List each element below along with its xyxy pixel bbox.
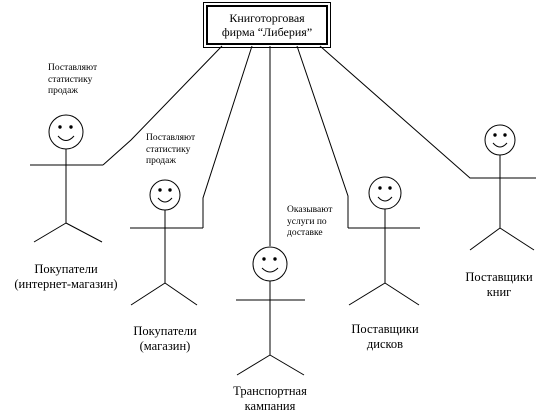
note-line: услуги по	[287, 216, 327, 227]
actor-head	[149, 179, 181, 211]
actor-label-disk-suppliers: Поставщики дисков	[335, 322, 435, 352]
note-line: доставке	[287, 228, 323, 238]
association-store-buyers	[202, 45, 253, 228]
association-book-suppliers	[319, 45, 536, 179]
actor-label-line: Покупатели	[133, 324, 197, 338]
actor-label-line: кампания	[244, 399, 296, 413]
actor-label-line: Поставщики	[465, 270, 533, 284]
note-store-buyers: Поставляют статистику продаж	[146, 133, 195, 168]
actor-head	[368, 176, 402, 210]
actor-label-line: (магазин)	[139, 339, 191, 353]
note-line: продаж	[146, 156, 176, 166]
actor-label-book-suppliers: Поставщики книг	[454, 270, 544, 300]
note-line: Поставляют	[146, 133, 196, 143]
association-disk-suppliers	[296, 45, 349, 228]
actor-disk-suppliers	[348, 176, 420, 306]
note-line: статистику	[48, 74, 93, 85]
actor-label-transport: Транспортная кампания	[220, 384, 320, 414]
actor-head	[48, 114, 84, 150]
actor-head	[484, 124, 516, 156]
actor-label-line: дисков	[366, 337, 404, 351]
system-title-line2: фирма “Либерия”	[221, 25, 313, 39]
actor-label-line: Поставщики	[351, 322, 419, 336]
association-internet-buyers	[102, 45, 223, 166]
actor-head	[252, 246, 288, 282]
actor-label-internet-buyers: Покупатели (интернет-магазин)	[0, 262, 132, 292]
note-internet-buyers: Поставляют статистику продаж	[48, 63, 97, 98]
actor-store-buyers	[130, 179, 203, 306]
note-line: статистику	[146, 144, 191, 155]
actor-label-line: Покупатели	[34, 262, 98, 276]
note-transport: Оказывают услуги по доставке	[287, 205, 332, 240]
note-line: продаж	[48, 86, 78, 96]
actor-label-line: книг	[486, 285, 512, 299]
actor-transport	[236, 246, 305, 376]
system-box: Книготорговая фирма “Либерия”	[203, 2, 331, 48]
actor-book-suppliers	[469, 124, 536, 251]
system-title-line1: Книготорговая	[229, 11, 305, 25]
actor-label-line: (интернет-магазин)	[14, 277, 118, 291]
note-line: Оказывают	[287, 205, 333, 215]
note-line: Поставляют	[48, 63, 98, 73]
actor-label-line: Транспортная	[233, 384, 307, 398]
actor-internet-buyers	[30, 114, 103, 243]
actor-label-store-buyers: Покупатели (магазин)	[115, 324, 215, 354]
